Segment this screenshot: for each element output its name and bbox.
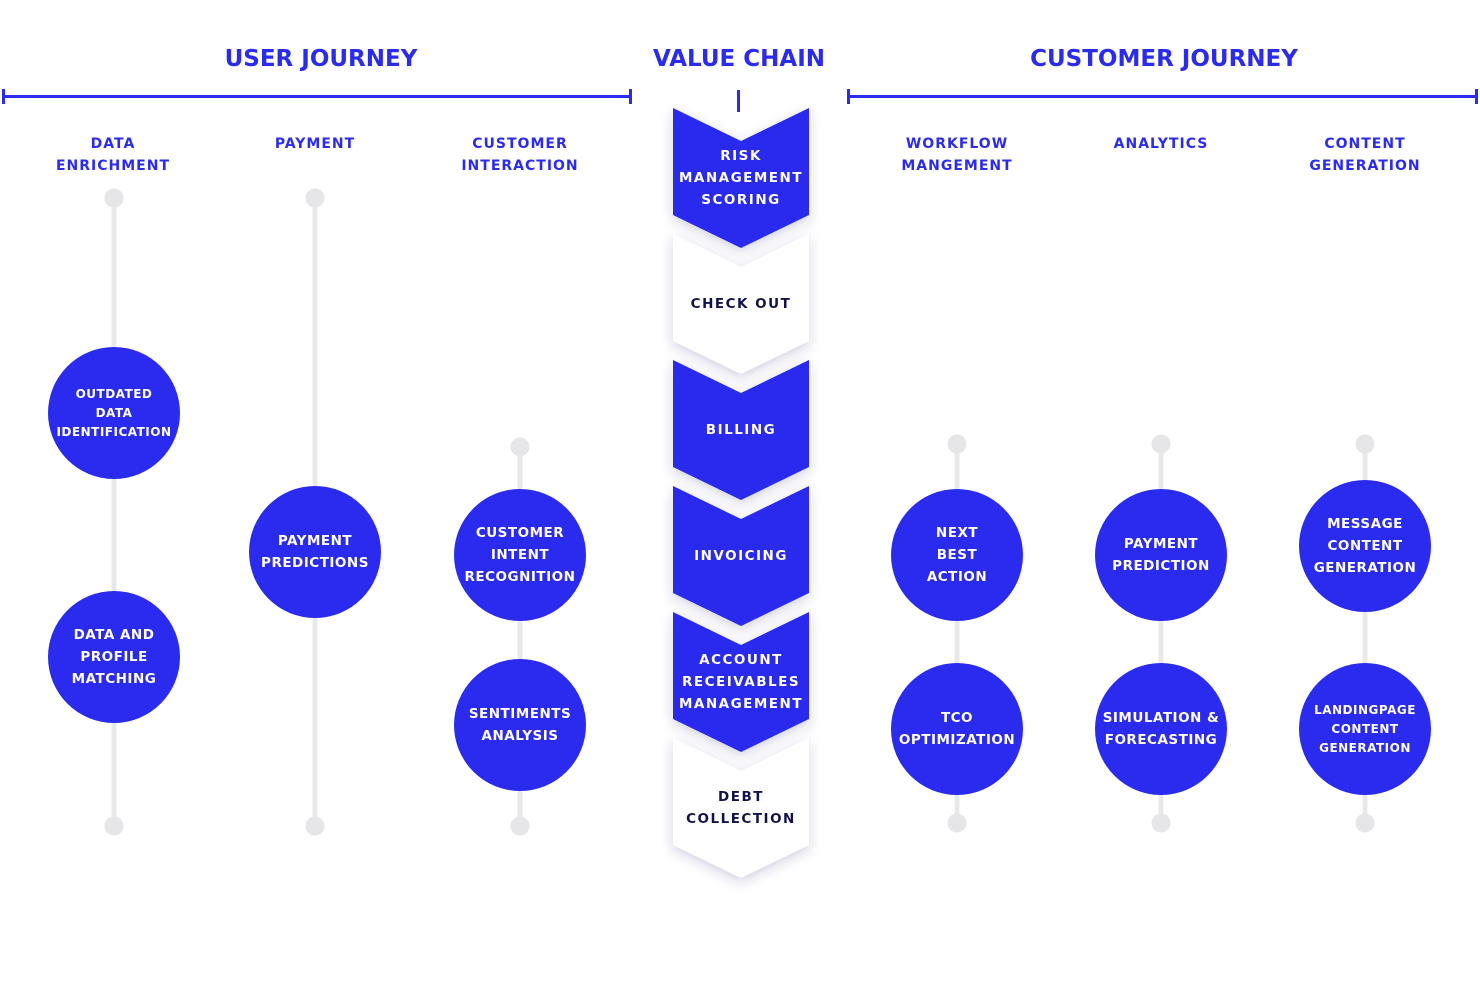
category-workflow-management: WORKFLOW MANGEMENT	[901, 136, 1013, 174]
track-line	[517, 447, 523, 826]
node-sentiments-analysis[interactable]: SENTIMENTS ANALYSIS	[454, 659, 586, 791]
track-start-dot	[305, 188, 325, 208]
node-tco-optimization[interactable]: TCO OPTIMIZATION	[891, 663, 1023, 795]
customer-journey-bracket	[847, 89, 1478, 104]
user-journey-bracket	[2, 89, 632, 104]
track-end-dot	[104, 816, 124, 836]
customer-journey-title: CUSTOMER JOURNEY	[1030, 46, 1298, 72]
node-next-best-action[interactable]: NEXT BEST ACTION	[891, 489, 1023, 621]
track-start-dot	[1151, 434, 1171, 454]
bracket-cap-right	[1475, 89, 1478, 104]
category-data-enrichment: DATA ENRICHMENT	[55, 136, 171, 174]
track-start-dot	[947, 434, 967, 454]
category-customer-interaction: CUSTOMER INTERACTION	[461, 136, 579, 174]
node-payment-prediction[interactable]: PAYMENT PREDICTION	[1095, 489, 1227, 621]
value-chain-tick	[737, 90, 740, 112]
track-start-dot	[1355, 434, 1375, 454]
value-chain-step-label: ACCOUNT RECEIVABLES MANAGEMENT	[678, 652, 804, 712]
value-chain-step-label: BILLING	[705, 422, 777, 438]
track-line	[1362, 444, 1368, 823]
track-start-dot	[104, 188, 124, 208]
value-chain-step-label: RISK MANAGEMENT SCORING	[678, 148, 804, 208]
track-end-dot	[1151, 813, 1171, 833]
node-outdated-data-identification[interactable]: OUTDATED DATA IDENTIFICATION	[48, 347, 180, 479]
track-end-dot	[947, 813, 967, 833]
value-chain-title: VALUE CHAIN	[652, 46, 826, 72]
node-message-content-generation[interactable]: MESSAGE CONTENT GENERATION	[1299, 480, 1431, 612]
bracket-cap-right	[629, 89, 632, 104]
bracket-cap-left	[2, 89, 5, 104]
track-end-dot	[1355, 813, 1375, 833]
user-journey-title: USER JOURNEY	[224, 46, 418, 72]
value-chain-step-label: INVOICING	[694, 548, 788, 564]
category-content-generation: CONTENT GENERATION	[1309, 136, 1421, 174]
track-end-dot	[510, 816, 530, 836]
node-simulation-forecasting[interactable]: SIMULATION & FORECASTING	[1095, 663, 1227, 795]
category-analytics: ANALYTICS	[1113, 136, 1209, 152]
category-payment: PAYMENT	[274, 136, 356, 152]
track-end-dot	[305, 816, 325, 836]
node-data-and-profile-matching[interactable]: DATA AND PROFILE MATCHING	[48, 591, 180, 723]
track-line	[111, 198, 117, 826]
node-landingpage-content-generation[interactable]: LANDINGPAGE CONTENT GENERATION	[1299, 663, 1431, 795]
track-start-dot	[510, 437, 530, 457]
value-chain-step-label: CHECK OUT	[690, 296, 792, 312]
value-chain-step-label: DEBT COLLECTION	[686, 789, 796, 827]
track-line	[1158, 444, 1164, 823]
bracket-cap-left	[847, 89, 850, 104]
node-customer-intent-recognition[interactable]: CUSTOMER INTENT RECOGNITION	[454, 489, 586, 621]
node-payment-predictions[interactable]: PAYMENT PREDICTIONS	[249, 486, 381, 618]
track-line	[954, 444, 960, 823]
